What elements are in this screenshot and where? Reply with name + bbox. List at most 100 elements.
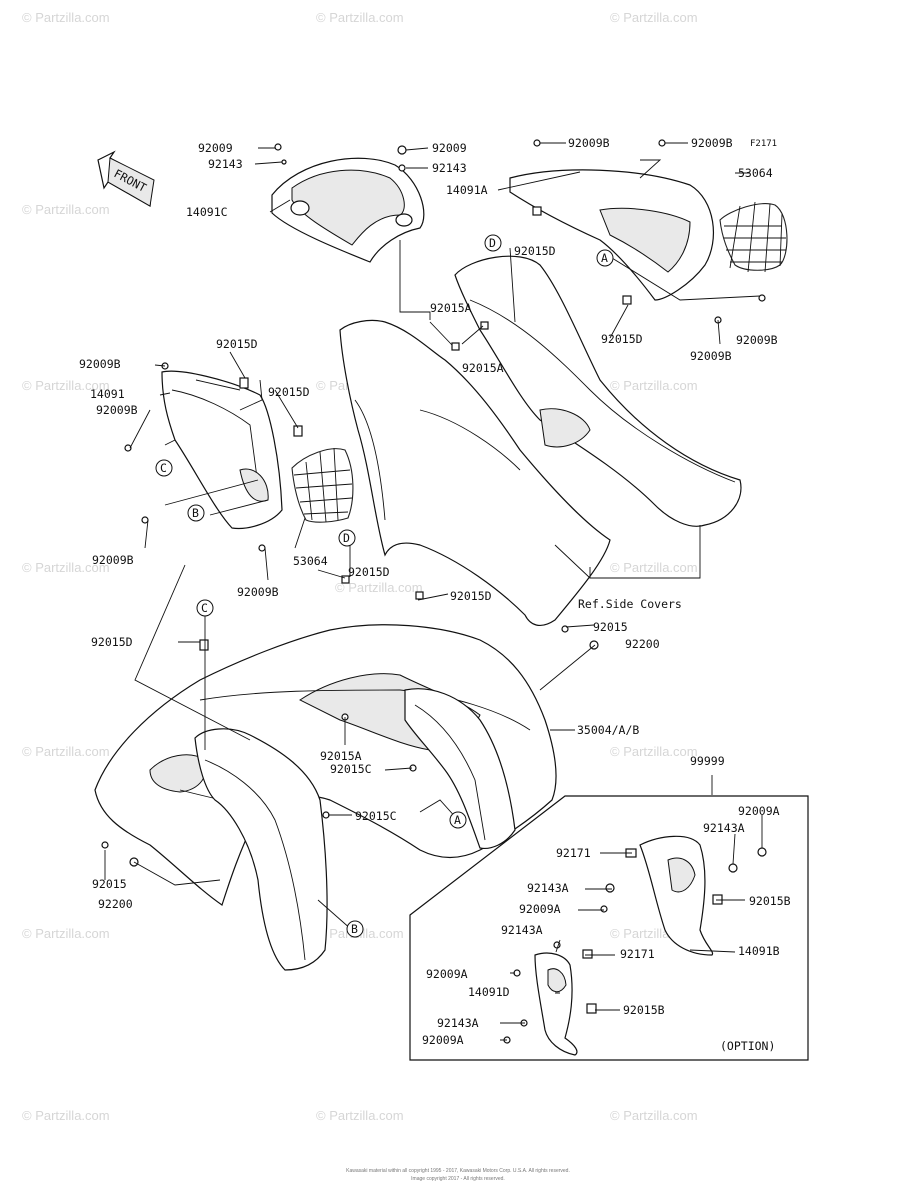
part-label: 92015D bbox=[348, 565, 390, 579]
watermark: © Partzilla.com bbox=[22, 744, 110, 759]
option-label: (OPTION) bbox=[720, 1039, 775, 1053]
part-label: 14091C bbox=[186, 205, 228, 219]
part-label: 92009B bbox=[568, 136, 610, 150]
ref-a-marker: A bbox=[596, 249, 614, 267]
ref-c-marker: C bbox=[196, 599, 214, 617]
watermark: © Partzilla.com bbox=[610, 378, 698, 393]
watermark: © Partzilla.com bbox=[22, 10, 110, 25]
part-label: 92009A bbox=[422, 1033, 464, 1047]
svg-text:B: B bbox=[192, 506, 199, 520]
part-label: 14091 bbox=[90, 387, 125, 401]
part-label: 92009B bbox=[237, 585, 279, 599]
grille-53064-top bbox=[719, 201, 788, 273]
watermark: © Partzilla.com bbox=[22, 202, 110, 217]
cover-14091 bbox=[161, 370, 283, 530]
grille-53064-mid bbox=[291, 447, 354, 523]
part-labels: 92009 92143 14091C 92009 92143 92009B 92… bbox=[79, 136, 791, 1047]
svg-text:B: B bbox=[351, 922, 358, 936]
footer-copyright: Kawasaki material within all copyright 1… bbox=[346, 1168, 570, 1174]
part-label: 14091A bbox=[446, 183, 488, 197]
part-label: 92015D bbox=[268, 385, 310, 399]
rear-fender-upper bbox=[339, 319, 611, 627]
part-label: 92143 bbox=[432, 161, 467, 175]
part-label: 92015 bbox=[593, 620, 628, 634]
part-label: 92015D bbox=[450, 589, 492, 603]
part-label: 92171 bbox=[620, 947, 655, 961]
part-label: 92009B bbox=[96, 403, 138, 417]
watermark: © Partzilla.com bbox=[610, 10, 698, 25]
part-label: 92015D bbox=[601, 332, 643, 346]
watermark: © Partzilla.com bbox=[22, 926, 110, 941]
part-label: 92200 bbox=[98, 897, 133, 911]
svg-text:A: A bbox=[601, 251, 608, 265]
part-label: 92009A bbox=[519, 902, 561, 916]
watermark: © Partzilla.com bbox=[335, 580, 423, 595]
part-label: 92143A bbox=[501, 923, 543, 937]
part-label: 92143A bbox=[527, 881, 569, 895]
part-label: 92015D bbox=[216, 337, 258, 351]
ref-d-marker: D bbox=[484, 234, 502, 252]
part-label: 92009A bbox=[738, 804, 780, 818]
ref-d-marker: D bbox=[338, 529, 356, 547]
ref-b-marker: B bbox=[187, 504, 205, 522]
part-label: 92009A bbox=[426, 967, 468, 981]
cover-14091c bbox=[271, 157, 425, 263]
ref-side-covers-label: Ref.Side Covers bbox=[578, 597, 682, 611]
part-label: 92009 bbox=[198, 141, 233, 155]
part-label: 92015C bbox=[355, 809, 397, 823]
part-label: 92015C bbox=[330, 762, 372, 776]
part-label: 92009B bbox=[691, 136, 733, 150]
watermark: © Partzilla.com bbox=[610, 744, 698, 759]
svg-text:A: A bbox=[454, 813, 461, 827]
leader-lines bbox=[104, 142, 763, 1041]
watermark: © Partzilla.com bbox=[316, 10, 404, 25]
right-fender-liner bbox=[404, 688, 516, 850]
part-label: 92015 bbox=[92, 877, 127, 891]
cover-14091a bbox=[509, 169, 714, 301]
part-label: 92009B bbox=[92, 553, 134, 567]
ref-markers: A A B B C C D D bbox=[155, 234, 614, 938]
front-top-panel bbox=[454, 255, 742, 527]
part-label: 92015A bbox=[430, 301, 472, 315]
rear-fender-liner bbox=[194, 728, 328, 971]
part-label: 92143A bbox=[703, 821, 745, 835]
part-label: 53064 bbox=[293, 554, 328, 568]
diagram-code: F2171 bbox=[750, 139, 777, 149]
part-label: 92015A bbox=[320, 749, 362, 763]
svg-text:D: D bbox=[489, 236, 496, 250]
part-label: 92015B bbox=[749, 894, 791, 908]
part-label: 92009 bbox=[432, 141, 467, 155]
ref-c-marker: C bbox=[155, 459, 173, 477]
watermark: © Partzilla.com bbox=[22, 560, 110, 575]
ref-b-marker: B bbox=[346, 920, 364, 938]
ref-a-marker: A bbox=[449, 811, 467, 829]
part-label: 14091D bbox=[468, 985, 510, 999]
part-label: 92143 bbox=[208, 157, 243, 171]
part-label: 92015B bbox=[623, 1003, 665, 1017]
part-label: 92009B bbox=[690, 349, 732, 363]
part-label: 92009B bbox=[79, 357, 121, 371]
part-label: 53064 bbox=[738, 166, 773, 180]
watermark: © Partzilla.com bbox=[610, 560, 698, 575]
watermark: © Partzilla.com bbox=[22, 1108, 110, 1123]
part-label: 35004/A/B bbox=[577, 723, 639, 737]
option-part-14091d bbox=[534, 952, 578, 1056]
option-part-14091b bbox=[639, 835, 714, 956]
svg-text:C: C bbox=[201, 601, 208, 615]
part-label: 99999 bbox=[690, 754, 725, 768]
svg-text:C: C bbox=[160, 461, 167, 475]
part-label: 14091B bbox=[738, 944, 780, 958]
watermark: © Partzilla.com bbox=[316, 1108, 404, 1123]
part-label: 92200 bbox=[625, 637, 660, 651]
part-label: 92143A bbox=[437, 1016, 479, 1030]
watermark: © Partzilla.com bbox=[610, 1108, 698, 1123]
footer-copyright-2: Image copyright 2017 - All rights reserv… bbox=[411, 1176, 505, 1182]
part-label: 92015A bbox=[462, 361, 504, 375]
option-box bbox=[409, 795, 809, 1061]
part-label: 92015D bbox=[514, 244, 556, 258]
part-label: 92171 bbox=[556, 846, 591, 860]
svg-text:D: D bbox=[343, 531, 350, 545]
watermark: © Partzilla.com bbox=[22, 378, 110, 393]
part-label: 92015D bbox=[91, 635, 133, 649]
